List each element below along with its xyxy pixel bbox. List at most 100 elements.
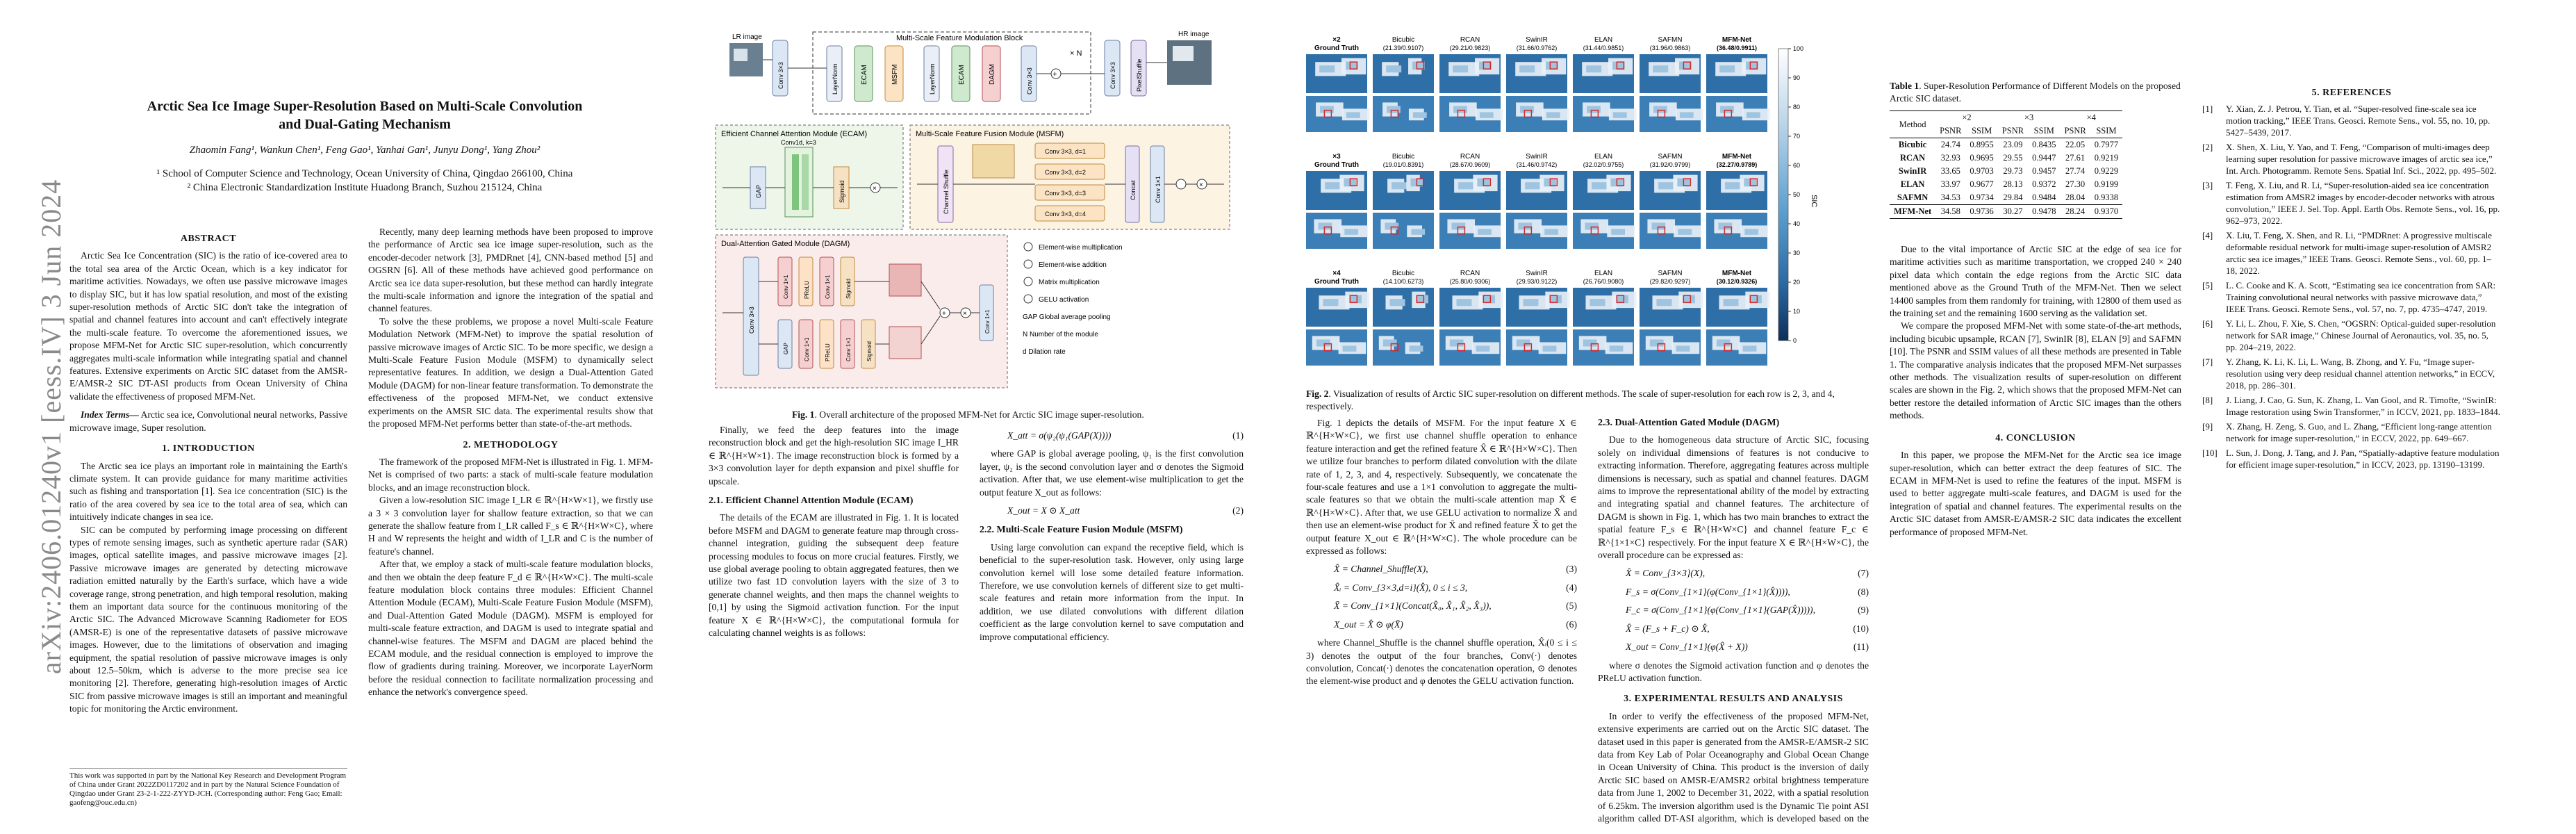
colorbar-label: SIC — [1810, 195, 1818, 207]
msfm-channel-shuffle-label: Channel Shuffle — [943, 170, 950, 214]
methodology-paragraph-2: Given a low-resolution SIC image I_LR ∈ … — [368, 495, 653, 557]
equation-1-body: X_att = σ(ψ₂(ψ₁(GAP(X)))) — [1007, 430, 1112, 441]
equation-6-body: X_out = X̂ ⊙ φ(X̄) — [1334, 619, 1403, 630]
table-1-block: Table 1. Super-Resolution Performance of… — [1890, 80, 2181, 219]
reference-text: Y. Xian, Z. J. Petrou, Y. Tian, et al. “… — [2226, 104, 2491, 138]
method-name-label: MFM-Net — [1722, 153, 1752, 161]
method-name-label: Bicubic — [1392, 153, 1414, 161]
method-result-tile — [1373, 288, 1434, 366]
equation-9-number: (9) — [1858, 605, 1869, 616]
legend-add-icon — [1023, 259, 1033, 269]
method-name-label: Bicubic — [1392, 36, 1414, 44]
table-cell: 0.8955 — [1970, 140, 1994, 149]
msfm-branch-d2-label: Conv 3×3, d=2 — [1045, 169, 1086, 176]
dagm-channel-prelu-label: PReLU — [825, 343, 831, 361]
layernorm-block-1 — [826, 45, 843, 102]
affiliations: ¹ School of Computer Science and Technol… — [63, 167, 667, 195]
reference-item: [9]X. Zhang, H. Zeng, S. Guo, and L. Zha… — [2202, 420, 2501, 444]
reference-item: [5]L. C. Cooke and K. A. Scott, “Estimat… — [2202, 279, 2501, 315]
row-scale-label: ×4 — [1332, 270, 1341, 277]
ecam-label-2: ECAM — [958, 65, 966, 85]
lr-image-label: LR image — [732, 33, 762, 41]
hr-image-label: HR image — [1178, 31, 1209, 38]
equation-8-number: (8) — [1858, 586, 1869, 597]
msfm-branch-d3 — [1034, 184, 1105, 201]
table-metric-1: PSNR — [1935, 124, 1966, 138]
dagm-spatial-conv-1-label: Conv 1×1 — [783, 275, 789, 299]
figure-1-caption: Fig. 1. Overall architecture of the prop… — [792, 409, 1237, 421]
experiments-paragraph-2: Due to the vital importance of Arctic SI… — [1890, 244, 2181, 319]
dagm-spatial-conv-2-label: Conv 1×1 — [825, 275, 831, 299]
legend-multiply-icon — [1023, 242, 1033, 252]
method-name-label: SAFMN — [1658, 36, 1683, 44]
equation-1-number: (1) — [1232, 430, 1244, 441]
equation-3-body: X̂ = Channel_Shuffle(X), — [1334, 564, 1428, 575]
affiliation-1: ¹ School of Computer Science and Technol… — [156, 168, 573, 179]
reference-text: X. Liu, T. Feng, X. Shen, and R. Li, “PM… — [2226, 230, 2492, 276]
table-cell: 0.9219 — [2094, 153, 2119, 163]
methodology-heading: 2. METHODOLOGY — [463, 439, 559, 450]
equation-11: X_out = Conv_{1×1}(φ(X̂ + X))(11) — [1598, 641, 1869, 653]
method-score-label: (29.21/0.9823) — [1450, 44, 1491, 51]
reference-text: T. Feng, X. Liu, and R. Li, “Super-resol… — [2226, 180, 2500, 226]
dagm-channel-map — [889, 326, 922, 359]
method-result-tile — [1439, 54, 1503, 132]
equation-8: F_s = σ(Conv_{1×1}(φ(Conv_{1×1}(X̂)))),(… — [1598, 586, 1869, 598]
reference-item: [7]Y. Zhang, K. Li, K. Li, L. Wang, B. Z… — [2202, 356, 2501, 391]
msfm-block — [884, 45, 904, 102]
conv-shallow-label: Conv 3×3 — [777, 62, 784, 89]
equation-2-body: X_out = X ⊙ X_att — [1007, 505, 1080, 516]
equation-4-body: X̂ᵢ = Conv_{3×3,d=i}(X̂), 0 ≤ i ≤ 3, — [1334, 582, 1468, 593]
dagm-spatial-conv-2 — [819, 256, 834, 306]
dagm-conv33-block — [743, 256, 759, 376]
intro-paragraph-4: To solve the these problems, we propose … — [368, 316, 653, 430]
table-cell: 0.9457 — [2032, 166, 2056, 176]
table-cell: 29.55 — [2003, 153, 2023, 163]
equation-1: X_att = σ(ψ₂(ψ₁(GAP(X)))) (1) — [980, 430, 1244, 442]
dagm-channel-conv-1-label: Conv 1×1 — [804, 337, 810, 361]
svg-text:×: × — [873, 185, 877, 193]
table-cell: 0.9736 — [1965, 204, 1998, 219]
reference-number: [1] — [2202, 104, 2213, 114]
table-cell: 27.61 — [2065, 153, 2086, 163]
method-name-label: RCAN — [1460, 36, 1480, 44]
equation-2: X_out = X ⊙ X_att(2) — [980, 505, 1244, 517]
table-cell: 0.9447 — [2032, 153, 2056, 163]
table-cell: 0.9677 — [1970, 179, 1994, 189]
legend-gelu-icon — [1023, 294, 1033, 304]
method-name-label: SAFMN — [1658, 153, 1683, 161]
methodology-paragraph-3: After that, we employ a stack of multi-s… — [368, 559, 653, 698]
title-line-1: Arctic Sea Ice Image Super-Resolution Ba… — [147, 99, 583, 114]
conv-recon-label: Conv 3×3 — [1109, 62, 1116, 89]
table-method-header: Method — [1890, 111, 1936, 138]
table-scale-x3: ×3 — [1997, 111, 2061, 124]
dagm-channel-prelu — [819, 319, 834, 369]
reference-item: [2]X. Shen, X. Liu, Y. Yao, and T. Feng,… — [2202, 141, 2501, 177]
table-scale-x4: ×4 — [2060, 111, 2123, 124]
table-cell: 23.09 — [2003, 140, 2023, 149]
author-list: Zhaomin Fang¹, Wankun Chen¹, Feng Gao¹, … — [189, 145, 540, 156]
methodology-paragraph-4: Finally, we feed the deep features into … — [709, 425, 959, 486]
modulation-block-label: Multi-Scale Feature Modulation Block — [896, 34, 1023, 42]
experiments-paragraph-3: We compare the proposed MFM-Net with som… — [1890, 320, 2181, 421]
equation-5-body: X̄ = Conv_{1×1}(Concat(X̂₀, X̂₁, X̂₂, X̂… — [1334, 600, 1492, 612]
table-cell: 33.65 — [1940, 166, 1960, 176]
method-result-tile — [1640, 54, 1703, 132]
dagm-experiment-column: 2.3. Dual-Attention Gated Module (DAGM) … — [1598, 417, 1869, 827]
method-score-label: (31.44/0.9851) — [1583, 44, 1624, 51]
method-name-label: ELAN — [1594, 153, 1612, 161]
architecture-diagram: LR image Conv 3×3 Multi-Scale Feature Mo… — [709, 28, 1237, 389]
ground-truth-label: Ground Truth — [1314, 161, 1359, 169]
method-name-label: SAFMN — [1658, 270, 1683, 277]
reference-text: X. Shen, X. Liu, Y. Yao, and T. Feng, “C… — [2226, 142, 2497, 176]
layernorm-block-2 — [923, 45, 940, 102]
ecam-label-1: ECAM — [861, 65, 868, 85]
reference-number: [7] — [2202, 357, 2213, 367]
figure-1-legend: Element-wise multiplication Element-wise… — [1023, 242, 1123, 356]
figure-2-caption: Fig. 2. Visualization of results of Arct… — [1306, 388, 1862, 413]
msfm-branch-d4-label: Conv 3×3, d=4 — [1045, 211, 1086, 218]
pixelshuffle-block — [1130, 40, 1147, 97]
reference-text: L. C. Cooke and K. A. Scott, “Estimating… — [2226, 280, 2496, 314]
intro-heading: 1. INTRODUCTION — [162, 443, 255, 455]
